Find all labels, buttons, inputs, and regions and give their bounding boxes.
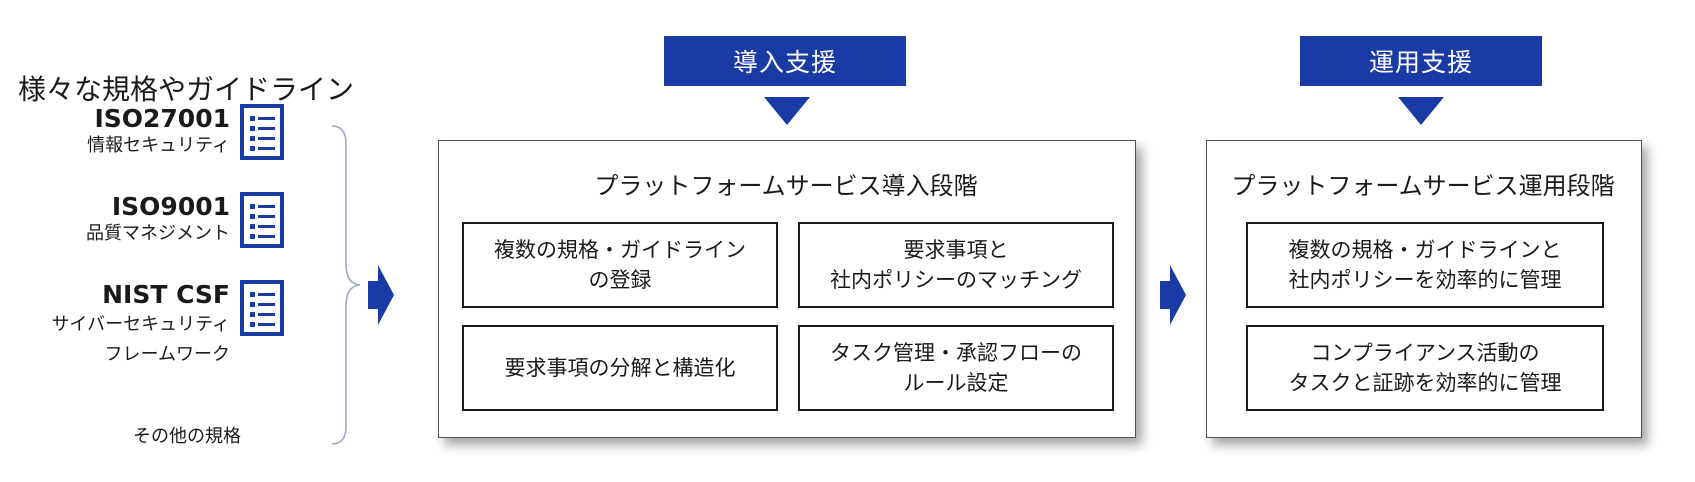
task-box: コンプライアンス活動の タスクと証跡を効率的に管理: [1246, 325, 1604, 411]
document-list-icon: [240, 280, 284, 336]
task-box: 要求事項と 社内ポリシーのマッチング: [798, 222, 1114, 308]
panel-title: プラットフォームサービス導入段階: [594, 172, 978, 200]
standard-iso9001: ISO9001 品質マネジメント: [0, 192, 230, 246]
standard-name: NIST CSF: [102, 280, 230, 309]
task-box: 複数の規格・ガイドラインと 社内ポリシーを効率的に管理: [1246, 222, 1604, 308]
down-arrow-icon: [1398, 97, 1444, 125]
standard-name: ISO27001: [94, 104, 230, 133]
document-list-icon: [240, 192, 284, 248]
standards-heading: 様々な規格やガイドライン: [18, 73, 355, 106]
curly-brace: [331, 125, 361, 445]
stage-banner-introduction: 導入支援: [664, 36, 906, 86]
standard-subtitle: 品質マネジメント: [86, 223, 230, 244]
standard-nist-csf: NIST CSF サイバーセキュリティ フレームワーク: [0, 280, 230, 370]
right-arrow-icon: [1160, 265, 1186, 325]
task-box: 複数の規格・ガイドライン の登録: [462, 222, 778, 308]
standard-iso27001: ISO27001 情報セキュリティ: [0, 104, 230, 158]
panel-title: プラットフォームサービス運用段階: [1231, 172, 1615, 200]
down-arrow-icon: [764, 97, 810, 125]
standard-name: ISO9001: [111, 192, 230, 221]
standard-subtitle: サイバーセキュリティ フレームワーク: [51, 314, 230, 365]
right-arrow-icon: [368, 265, 394, 325]
standard-subtitle: 情報セキュリティ: [87, 135, 230, 156]
task-box: タスク管理・承認フローの ルール設定: [798, 325, 1114, 411]
other-standards-label: その他の規格: [133, 426, 241, 447]
document-list-icon: [240, 104, 284, 160]
task-box: 要求事項の分解と構造化: [462, 325, 778, 411]
stage-banner-operation: 運用支援: [1300, 36, 1542, 86]
